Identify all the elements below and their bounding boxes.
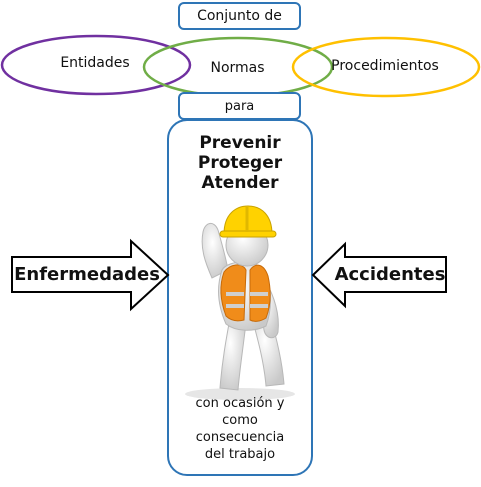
- ellipse-entidades: [0, 34, 192, 96]
- main-line-atender: Atender: [201, 173, 279, 193]
- ellipse-label-procedimientos: Procedimientos: [331, 58, 439, 74]
- main-box: Prevenir Proteger Atender con ocasión y …: [167, 119, 313, 476]
- bottom-line-3: consecuencia: [195, 430, 285, 445]
- main-line-proteger: Proteger: [197, 153, 283, 173]
- ellipse-label-entidades: Entidades: [60, 55, 130, 71]
- right-arrow-shape: [311, 241, 447, 309]
- left-arrow-shape: [11, 238, 170, 312]
- header-box: Conjunto de: [178, 2, 301, 30]
- bottom-line-4: del trabajo: [204, 447, 276, 462]
- header-label: Conjunto de: [197, 8, 282, 24]
- ellipse-procedimientos: [291, 36, 481, 98]
- ellipse-label-normas: Normas: [210, 60, 265, 76]
- left-arrow-label: Enfermedades: [14, 264, 160, 285]
- bottom-line-2: como: [222, 413, 258, 428]
- right-arrow-label: Accidentes: [334, 264, 446, 285]
- connector-label: para: [224, 98, 255, 114]
- main-line-prevenir: Prevenir: [199, 133, 281, 153]
- main-bottom-text: con ocasión y como consecuencia del trab…: [169, 395, 311, 463]
- bottom-line-1: con ocasión y: [195, 396, 285, 411]
